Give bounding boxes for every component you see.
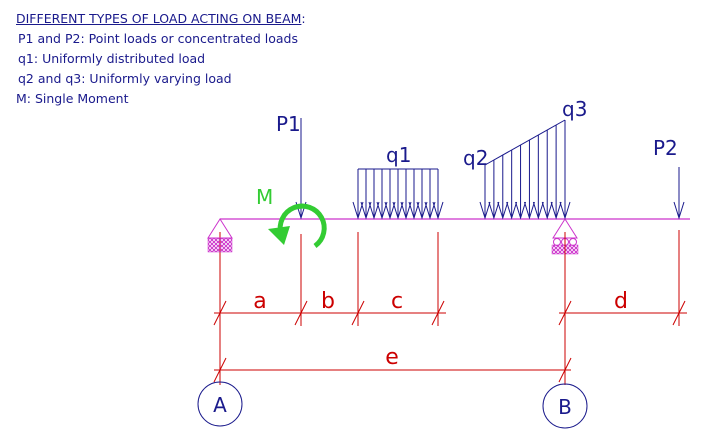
support-a-marker xyxy=(197,381,243,427)
uvl-arrow xyxy=(541,130,553,220)
udl-arrow xyxy=(368,169,380,220)
load-q1-label: q1 xyxy=(386,143,411,167)
uvl-arrow xyxy=(515,145,527,220)
moment-icon xyxy=(268,203,327,249)
legend-item-uvl: q2 and q3: Uniformly varying load xyxy=(18,71,232,86)
uvl-arrow xyxy=(488,160,500,220)
udl-arrow xyxy=(384,169,396,220)
moment-label: M xyxy=(256,185,273,209)
uvl-arrow xyxy=(550,125,562,220)
load-q2-label: q2 xyxy=(463,146,488,170)
dimension-d-label: d xyxy=(614,289,628,314)
udl-arrow xyxy=(424,169,436,220)
udl-arrow xyxy=(392,169,404,220)
dimension-lines xyxy=(213,230,687,385)
udl-arrow xyxy=(408,169,420,220)
uvl-arrow xyxy=(497,155,509,220)
uvl-arrow xyxy=(532,135,544,220)
dimension-a-label: a xyxy=(253,289,266,314)
support-a-label: A xyxy=(213,393,227,417)
udl-arrow xyxy=(360,169,372,220)
uvl-arrow xyxy=(479,165,491,220)
dimension-e-label: e xyxy=(385,345,399,370)
load-q3-label: q3 xyxy=(562,97,587,121)
legend-title-row: DIFFERENT TYPES OF LOAD ACTING ON BEAM: xyxy=(16,9,306,29)
support-b-marker xyxy=(542,383,588,429)
uvl-top-line xyxy=(484,119,566,166)
uvl-arrow xyxy=(559,120,571,220)
udl-arrow xyxy=(400,169,412,220)
legend-item-moment: M: Single Moment xyxy=(16,91,129,106)
point-load-p2-arrow xyxy=(673,167,685,220)
pin-support-a xyxy=(207,218,233,253)
legend-item-udl: q1: Uniformly distributed load xyxy=(18,51,206,66)
dimension-c-label: c xyxy=(391,289,403,314)
uvl-arrow xyxy=(506,150,518,220)
legend-title: DIFFERENT TYPES OF LOAD ACTING ON BEAM xyxy=(16,11,302,26)
dimension-b-label: b xyxy=(321,289,335,314)
legend: DIFFERENT TYPES OF LOAD ACTING ON BEAM: … xyxy=(16,9,306,109)
udl-arrow xyxy=(432,169,444,220)
uvl-arrow xyxy=(523,140,535,220)
udl-arrow xyxy=(352,169,364,220)
load-p1-label: P1 xyxy=(276,112,301,136)
legend-title-colon: : xyxy=(301,11,306,26)
udl-arrow xyxy=(416,169,428,220)
load-arrows xyxy=(295,118,685,220)
support-b-label: B xyxy=(558,395,572,419)
udl-arrow xyxy=(376,169,388,220)
load-p2-label: P2 xyxy=(653,136,678,160)
roller-support-b xyxy=(551,218,579,256)
legend-item-point-loads: P1 and P2: Point loads or concentrated l… xyxy=(18,31,298,46)
